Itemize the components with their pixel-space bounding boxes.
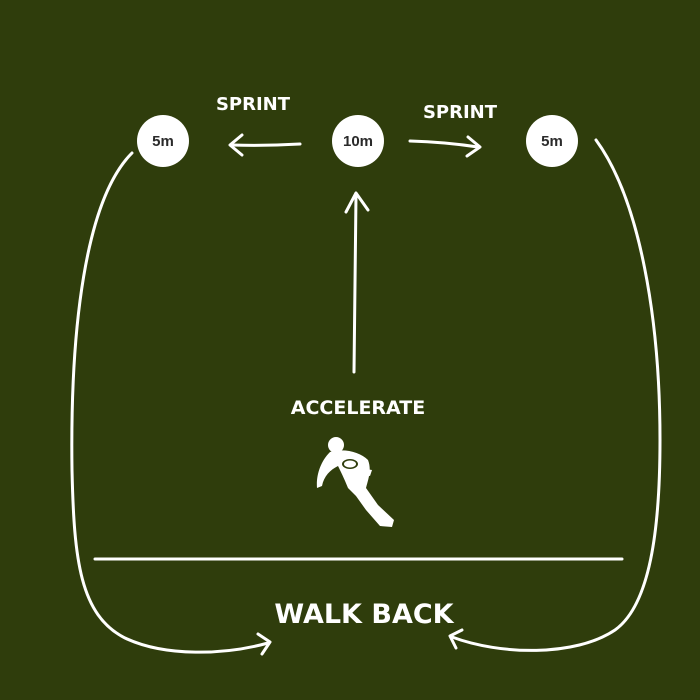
sprint-left-arrow xyxy=(228,133,302,157)
arrowhead-icon xyxy=(448,628,464,650)
cone-center-10m: 10m xyxy=(332,115,384,167)
cone-right-label: 5m xyxy=(541,133,563,150)
sprint-left-label: SPRINT xyxy=(216,94,291,115)
walk-back-label: WALK BACK xyxy=(274,599,454,630)
arrowhead-icon xyxy=(344,191,370,214)
walk-back-right-path xyxy=(448,138,662,652)
walk-back-left-path xyxy=(70,151,272,656)
sprint-right-arrow xyxy=(408,135,482,158)
cone-center-label: 10m xyxy=(343,133,373,150)
sprint-right-label: SPRINT xyxy=(423,102,498,123)
cone-left-5m: 5m xyxy=(137,115,189,167)
accelerate-label: ACCELERATE xyxy=(291,397,425,419)
arrowhead-icon xyxy=(256,632,272,656)
cone-right-5m: 5m xyxy=(526,115,578,167)
rugby-player-running-icon xyxy=(316,437,394,527)
arrowhead-icon xyxy=(465,135,482,158)
arrowhead-icon xyxy=(228,133,244,157)
cone-left-label: 5m xyxy=(152,133,174,150)
accelerate-arrow xyxy=(344,191,370,374)
